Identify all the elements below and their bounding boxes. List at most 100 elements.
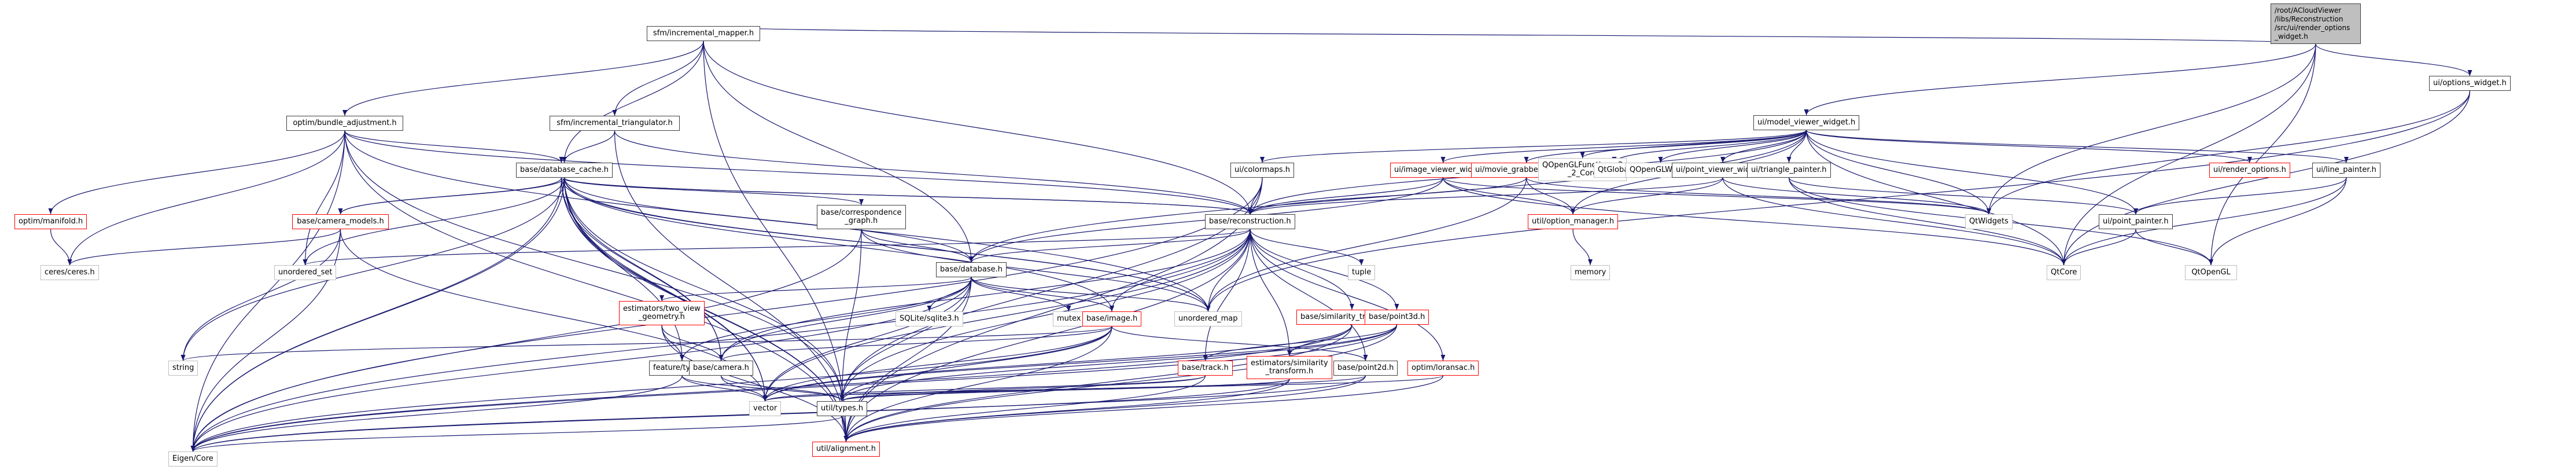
- graph-node-triangle-painter[interactable]: ui/triangle_painter.h: [1747, 163, 1831, 178]
- edge-root-to-qtcore: [2063, 43, 2316, 266]
- edge-feature_types-to-util_types: [681, 375, 843, 402]
- edge-database_cache-to-unordered_set: [304, 177, 565, 266]
- arrowhead-icon: [1440, 355, 1446, 361]
- graph-node-incremental-mapper[interactable]: sfm/incremental_mapper.h: [647, 26, 760, 41]
- graph-node-options-widget[interactable]: ui/options_widget.h: [2429, 76, 2511, 91]
- edge-layer: [48, 25, 2472, 452]
- graph-node-point3d[interactable]: base/point3d.h: [1365, 310, 1429, 325]
- edge-reconstruction-to-track: [1204, 229, 1251, 361]
- arrowhead-icon: [1394, 304, 1399, 310]
- edge-database_cache-to-eigen_core: [192, 177, 565, 452]
- edge-database_cache-to-correspondence_graph: [563, 177, 862, 205]
- edge-root-to-qopengl: [2210, 43, 2316, 266]
- edge-similarity_transform-to-alignment: [845, 324, 1353, 442]
- edge-image_viewer_widget-to-reconstruction: [1250, 177, 1444, 215]
- edge-point2d-to-alignment: [845, 375, 1366, 442]
- edge-model_viewer_widget-to-image_viewer_widget: [1442, 130, 1807, 163]
- graph-node-image[interactable]: base/image.h: [1082, 311, 1142, 326]
- graph-node-point-painter[interactable]: ui/point_painter.h: [2099, 214, 2173, 229]
- arrowhead-icon: [1350, 304, 1354, 310]
- edge-options_widget-to-unordered_map: [1207, 90, 2471, 312]
- edge-point_viewer_widget-to-qtcore: [1722, 177, 2065, 266]
- edge-track-to-vector: [764, 375, 1206, 402]
- graph-node-loransac[interactable]: optim/loransac.h: [1407, 361, 1479, 376]
- arrowhead-icon: [1359, 259, 1364, 265]
- arrowhead-icon: [1720, 157, 1725, 163]
- graph-node-vector: vector: [749, 401, 782, 416]
- edge-reconstruction-to-eigen_core: [192, 229, 1251, 452]
- graph-node-tuple: tuple: [1348, 265, 1376, 280]
- graph-node-incremental-triangulator[interactable]: sfm/incremental_triangulator.h: [550, 116, 680, 131]
- graph-node-model-viewer-widget[interactable]: ui/model_viewer_widget.h: [1753, 115, 1860, 130]
- edge-root-to-incremental_mapper: [703, 25, 2316, 45]
- edge-movie_grabber_widget-to-qtwidgets: [1525, 177, 1989, 215]
- edge-bundle_adjustment-to-util_types: [344, 130, 843, 402]
- edge-reconstruction-to-camera: [720, 229, 1251, 361]
- graph-node-unordered-set: unordered_set: [274, 265, 337, 280]
- graph-node-manifold[interactable]: optim/manifold.h: [14, 214, 87, 229]
- arrowhead-icon: [303, 259, 308, 265]
- arrowhead-icon: [562, 157, 567, 163]
- edge-similarity_transform-to-est_similarity_transform: [1289, 324, 1353, 357]
- arrowhead-icon: [1987, 208, 1991, 214]
- graph-node-line-painter[interactable]: ui/line_painter.h: [2312, 163, 2380, 178]
- edge-reconstruction-to-alignment: [845, 229, 1251, 442]
- arrowhead-icon: [338, 208, 343, 214]
- graph-node-track[interactable]: base/track.h: [1178, 361, 1233, 376]
- edge-loransac-to-vector: [764, 375, 1444, 402]
- graph-node-camera[interactable]: base/camera.h: [689, 361, 753, 376]
- graph-node-sqlite: SQLite/sqlite3.h: [895, 311, 963, 326]
- edge-reconstruction-to-unordered_map: [1207, 229, 1251, 312]
- arrowhead-icon: [2467, 70, 2472, 76]
- graph-node-qtwidgets: QtWidgets: [1965, 214, 2013, 229]
- graph-node-camera-models[interactable]: base/camera_models.h: [292, 214, 389, 229]
- edge-reconstruction-to-loransac: [1250, 229, 1444, 361]
- graph-node-option-manager[interactable]: util/option_manager.h: [1528, 214, 1619, 229]
- graph-node-colormaps[interactable]: ui/colormaps.h: [1230, 163, 1295, 178]
- edge-track-to-alignment: [845, 375, 1206, 442]
- edge-bundle_adjustment-to-alignment: [344, 130, 847, 442]
- graph-node-bundle-adjustment[interactable]: optim/bundle_adjustment.h: [286, 116, 403, 131]
- edge-model_viewer_widget-to-qopenglfunctions: [1582, 130, 1807, 159]
- graph-node-alignment[interactable]: util/alignment.h: [812, 442, 880, 457]
- graph-node-point2d[interactable]: base/point2d.h: [1333, 361, 1398, 376]
- edge-database_cache-to-alignment: [563, 177, 847, 442]
- edge-root-to-qtwidgets: [1988, 43, 2316, 215]
- graph-node-database[interactable]: base/database.h: [936, 262, 1007, 277]
- edge-reconstruction-to-est_similarity_transform: [1250, 229, 1290, 357]
- edge-point3d-to-util_types: [841, 324, 1398, 402]
- edge-triangle_painter-to-qtcore: [1788, 177, 2065, 266]
- edge-image-to-point2d: [1111, 326, 1366, 361]
- edge-camera_models-to-ceres: [69, 229, 341, 266]
- arrowhead-icon: [1066, 306, 1071, 311]
- edge-line_painter-to-qopengl: [2210, 177, 2347, 266]
- graph-node-string: string: [168, 361, 198, 376]
- graph-node-render-options[interactable]: ui/render_options.h: [2209, 163, 2290, 178]
- edge-bundle_adjustment-to-manifold: [50, 130, 345, 215]
- edge-reconstruction-to-vector: [764, 229, 1251, 402]
- edge-image-to-alignment: [845, 326, 1112, 442]
- edge-point3d-to-alignment: [845, 324, 1398, 442]
- graph-node-correspondence-graph[interactable]: base/correspondence _graph.h: [817, 205, 906, 229]
- arrowhead-icon: [190, 446, 196, 451]
- edge-bundle_adjustment-to-ceres: [69, 130, 345, 266]
- edge-image_viewer_widget-to-option_manager: [1442, 177, 1573, 215]
- graph-node-reconstruction[interactable]: base/reconstruction.h: [1205, 214, 1295, 229]
- arrowhead-icon: [969, 256, 974, 262]
- graph-node-two-view-geometry[interactable]: estimators/two_view _geometry.h: [619, 301, 705, 325]
- arrowhead-icon: [67, 259, 72, 265]
- edge-point_viewer_widget-to-option_manager: [1572, 177, 1723, 215]
- edge-bundle_adjustment-to-unordered_set: [304, 130, 345, 266]
- edge-incremental_triangulator-to-database_cache: [563, 130, 616, 163]
- edge-model_viewer_widget-to-line_painter: [1805, 130, 2347, 163]
- edge-option_manager-to-memory: [1572, 229, 1591, 266]
- edge-database_cache-to-util_types: [563, 177, 843, 402]
- arrowhead-icon: [612, 110, 617, 116]
- graph-node-est-similarity-transform[interactable]: estimators/similarity _transform.h: [1247, 356, 1332, 379]
- graph-node-util-types[interactable]: util/types.h: [817, 401, 868, 416]
- graph-node-root[interactable]: /root/ACloudViewer /libs/Reconstruction …: [2271, 3, 2361, 44]
- graph-node-database-cache[interactable]: base/database_cache.h: [516, 163, 613, 178]
- edge-database-to-image: [971, 277, 1112, 312]
- edge-incremental_mapper-to-database_cache: [563, 41, 704, 163]
